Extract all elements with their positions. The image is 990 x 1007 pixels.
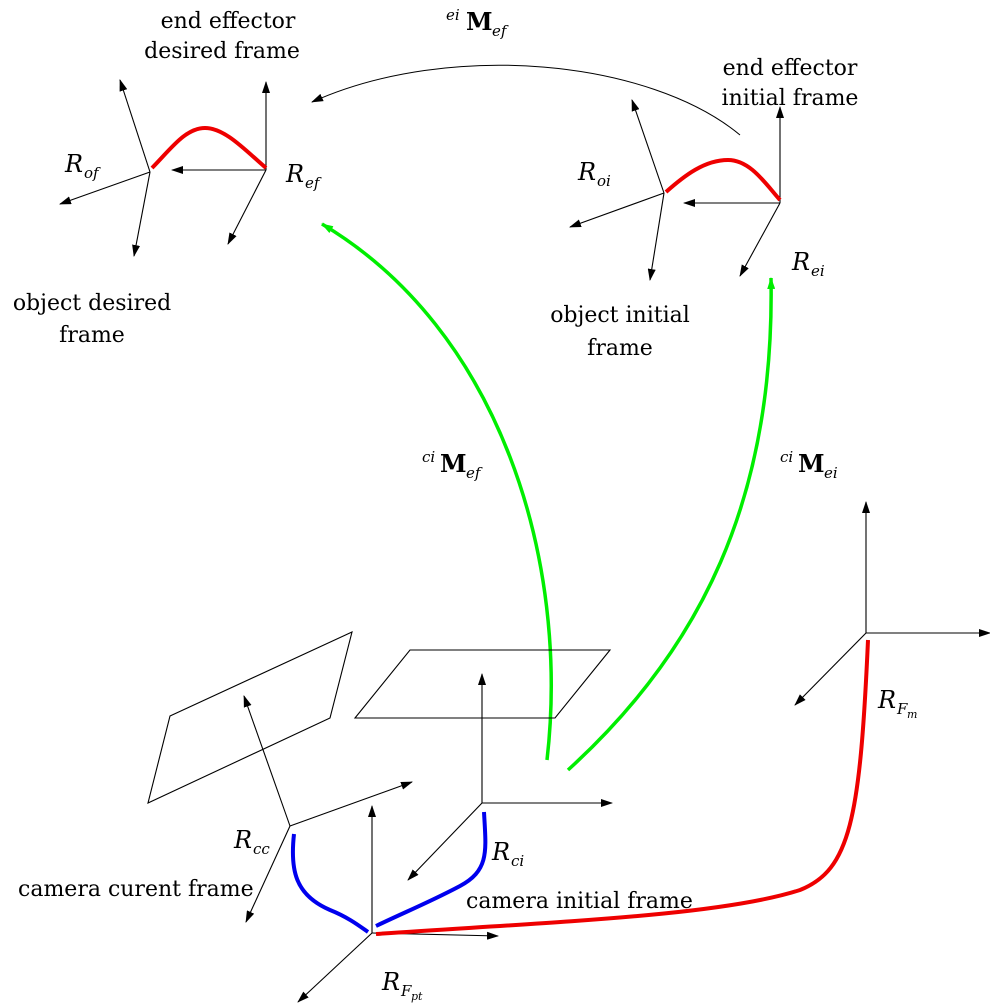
blue-curve-ci-pt <box>375 811 488 928</box>
svg-text:R: R <box>877 686 896 714</box>
end-effector-initial-frame-axes <box>683 106 784 277</box>
svg-text:F: F <box>896 700 908 718</box>
svg-text:R: R <box>64 150 83 178</box>
transform-label-ei-ef: ei M ef <box>446 6 509 40</box>
transform-label-ci-ef: ci M ef <box>422 448 483 482</box>
frame-label-fm: R F m <box>877 686 917 721</box>
svg-text:oi: oi <box>597 172 611 190</box>
svg-text:of: of <box>84 164 101 182</box>
initial-image-plane <box>353 649 612 719</box>
frame-label-fpt: R F pt <box>381 968 423 1003</box>
svg-text:m: m <box>907 708 917 721</box>
frame-label-of: R of <box>64 150 101 182</box>
camera-current-label: camera curent frame <box>18 877 254 902</box>
svg-text:ei: ei <box>824 464 838 482</box>
frame-label-ef: R ef <box>285 160 322 192</box>
frame-label-ei: R ei <box>791 248 825 280</box>
svg-text:pt: pt <box>411 990 423 1003</box>
current-image-plane <box>147 631 353 804</box>
camera-initial-frame-axes <box>407 673 613 881</box>
object-desired-label-line1: object desired <box>13 291 171 316</box>
frame-label-ci: R ci <box>491 838 524 870</box>
svg-text:R: R <box>285 160 304 188</box>
svg-text:R: R <box>491 838 510 866</box>
initial-grasp-curve <box>664 157 782 202</box>
svg-text:R: R <box>233 826 252 854</box>
end-effector-initial-label-line1: end effector <box>723 56 858 81</box>
frame-label-oi: R oi <box>577 158 611 190</box>
frame-label-cc: R cc <box>233 826 270 858</box>
transform-label-ci-ei: ci M ei <box>780 448 838 482</box>
object-initial-frame-axes <box>569 99 665 281</box>
object-desired-label-line2: frame <box>59 323 125 348</box>
svg-text:ci: ci <box>780 448 793 466</box>
svg-text:M: M <box>798 449 825 478</box>
svg-text:ci: ci <box>511 852 524 870</box>
end-effector-initial-label-line2: initial frame <box>722 86 859 111</box>
camera-current-frame-axes <box>243 695 413 923</box>
end-effector-desired-frame-axes <box>171 81 270 245</box>
red-curve-pt-fm <box>375 639 870 936</box>
green-arc-ci-ei <box>566 277 776 772</box>
svg-text:M: M <box>440 449 467 478</box>
green-arc-ci-ef <box>321 222 553 761</box>
svg-text:ef: ef <box>305 174 322 192</box>
end-effector-desired-label-line2: desired frame <box>144 39 300 64</box>
svg-text:R: R <box>381 968 400 996</box>
svg-text:R: R <box>577 158 596 186</box>
svg-text:ci: ci <box>422 448 435 466</box>
svg-text:M: M <box>466 7 493 36</box>
object-initial-label-line1: object initial <box>550 303 690 328</box>
blue-curve-cc-pt <box>290 833 370 934</box>
transform-arc-ei-ef <box>311 64 741 136</box>
svg-text:ei: ei <box>811 262 825 280</box>
object-initial-label-line2: frame <box>587 336 653 361</box>
marker-frame-axes <box>794 501 990 706</box>
camera-initial-label: camera initial frame <box>466 889 693 914</box>
svg-text:F: F <box>400 982 412 1000</box>
object-desired-frame-axes <box>59 79 151 257</box>
desired-grasp-curve <box>150 125 268 170</box>
svg-text:ef: ef <box>466 464 483 482</box>
end-effector-desired-label-line1: end effector <box>161 9 296 34</box>
svg-text:ei: ei <box>446 6 460 24</box>
svg-text:ef: ef <box>492 22 509 40</box>
svg-text:cc: cc <box>253 840 270 858</box>
svg-text:R: R <box>791 248 810 276</box>
